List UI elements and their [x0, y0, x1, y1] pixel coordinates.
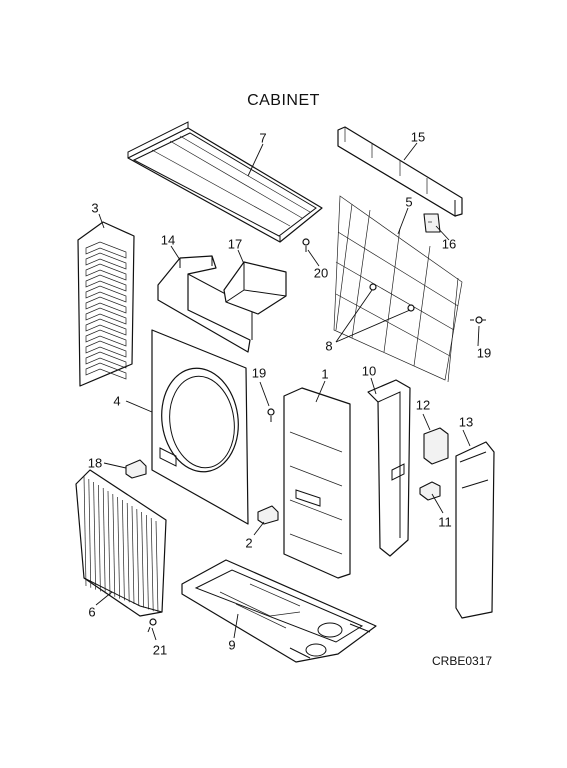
grille-bar: [131, 505, 135, 605]
callout-15: 15: [410, 129, 426, 145]
corner-post-part-10: [367, 379, 411, 557]
grille-bar: [88, 478, 92, 588]
callout-5: 5: [405, 194, 413, 210]
grille-bar: [146, 514, 149, 610]
grille-slat: [85, 340, 127, 358]
bracket-part-16: [423, 213, 441, 233]
grille-slat: [85, 263, 127, 281]
callout-10: 10: [361, 363, 377, 379]
grille-bar: [150, 517, 154, 612]
side-panel-part-1: [283, 387, 351, 579]
side-grille-part-3: [77, 221, 135, 387]
grille-bar: [83, 475, 87, 587]
grille-slat: [85, 329, 127, 347]
callout-17: 17: [227, 236, 243, 252]
grille-bar: [117, 496, 120, 599]
grille-slat: [85, 351, 127, 369]
drawing-code: CRBE0317: [432, 654, 493, 668]
grille-bar: [93, 481, 96, 590]
grille-bar: [122, 499, 125, 601]
grille-bar: [136, 508, 140, 606]
callout-18: 18: [87, 455, 103, 471]
callout-19-center: 19: [251, 365, 267, 381]
fan-panel-part-4: [151, 329, 249, 525]
callout-2: 2: [245, 535, 253, 551]
callout-14: 14: [160, 232, 176, 248]
clip-part-11: [419, 481, 441, 501]
callout-4: 4: [113, 393, 121, 409]
front-grille-part-6: [75, 469, 167, 617]
screw-part-20: [302, 238, 310, 252]
callout-8: 8: [325, 338, 333, 354]
grille-slat: [85, 296, 127, 314]
clip-part-2: [257, 505, 279, 525]
grille-slat: [85, 318, 127, 336]
grille-slat: [85, 252, 127, 270]
grille-slat: [85, 307, 127, 325]
grille-slat: [85, 274, 127, 292]
callout-1: 1: [321, 366, 329, 382]
clip-part-12: [423, 427, 449, 465]
callout-9: 9: [228, 637, 236, 653]
grille-bar: [107, 490, 111, 596]
side-panel-part-13: [455, 441, 495, 619]
bracket-part-17: [223, 261, 287, 315]
base-pan-part-9: [181, 559, 377, 663]
grille-bar: [141, 511, 144, 608]
grille-bar: [112, 493, 116, 597]
callout-19-right: 19: [476, 345, 492, 361]
leader-lines: [95, 142, 480, 641]
callout-7: 7: [259, 130, 267, 146]
wire-guard-part-5: [333, 195, 463, 383]
grille-bar: [102, 487, 106, 594]
callout-12: 12: [415, 397, 431, 413]
screw-part-19-lower: [267, 408, 275, 422]
grille-slat: [85, 285, 127, 303]
clip-part-18: [125, 459, 147, 479]
grille-bar: [98, 484, 101, 592]
grille-bar: [126, 502, 130, 603]
callout-13: 13: [458, 414, 474, 430]
callout-6: 6: [88, 604, 96, 620]
rail-part-15: [337, 126, 463, 217]
grille-bar: [155, 520, 159, 614]
callout-21: 21: [152, 642, 168, 658]
callout-16: 16: [441, 236, 457, 252]
grille-slat: [85, 362, 127, 380]
grille-slat: [85, 241, 127, 259]
callout-20: 20: [313, 265, 329, 281]
top-panel-part-7: [127, 121, 323, 243]
callout-3: 3: [91, 200, 99, 216]
screw-part-21: [147, 618, 157, 633]
screw-part-19-upper: [470, 316, 486, 324]
diagram-title: CABINET: [247, 92, 320, 109]
callout-11: 11: [438, 514, 452, 530]
